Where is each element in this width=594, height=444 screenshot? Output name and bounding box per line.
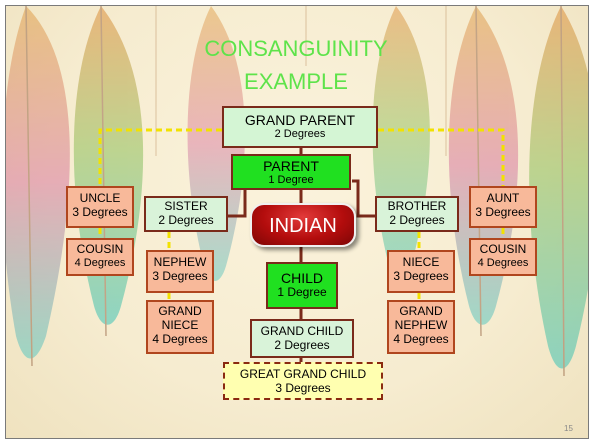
parent-to-brother-line [352,179,375,218]
feather-right-2 [529,6,588,377]
gp-to-aunt-line [378,128,505,186]
cousin-right-label: COUSIN [479,242,527,256]
cousin-right-degree: 4 Degrees [477,256,529,269]
title-line-1: CONSANGUINITY [204,36,388,61]
grand-child-degree: 2 Degrees [274,337,330,352]
grand-parent-box: GRAND PARENT 2 Degrees [222,106,378,148]
parent-degree: 1 Degree [268,174,314,187]
sister-box: SISTER 2 Degrees [144,196,228,232]
sister-label: SISTER [164,199,208,213]
grand-parent-label: GRAND PARENT [244,112,356,128]
child-box: CHILD 1 Degree [266,262,338,309]
sister-degree: 2 Degrees [158,212,214,227]
grand-niece-line1: GRAND [158,304,202,318]
niece-degree: 3 Degrees [393,268,449,283]
grand-niece-line2: NIECE [161,317,199,332]
indian-center-box: INDIAN [250,203,356,247]
cousin-left-degree: 4 Degrees [74,256,126,269]
nephew-box: NEPHEW 3 Degrees [146,250,214,293]
grand-nephew-line2: NEPHEW [394,317,448,332]
grand-child-box: GRAND CHILD 2 Degrees [250,319,354,358]
grand-nephew-box: GRAND NEPHEW 4 Degrees [387,300,455,354]
feather-left-1 [6,6,70,367]
uncle-label: UNCLE [79,191,121,205]
niece-box: NIECE 3 Degrees [387,250,455,293]
cousin-left-label: COUSIN [76,242,124,256]
connector-lines [98,128,505,362]
gp-to-uncle-line [98,128,222,186]
brother-degree: 2 Degrees [389,212,445,227]
nephew-label: NEPHEW [153,255,207,269]
uncle-box: UNCLE 3 Degrees [66,186,134,228]
great-grand-child-degree: 3 Degrees [275,380,331,395]
grand-nephew-line1: GRAND [399,304,443,318]
aunt-label: AUNT [486,191,520,205]
child-label: CHILD [280,270,323,286]
child-degree: 1 Degree [277,285,327,300]
dashed-connectors [98,128,505,300]
aunt-degree: 3 Degrees [475,204,531,219]
grand-niece-degree: 4 Degrees [152,331,208,346]
brother-box: BROTHER 2 Degrees [375,196,459,232]
uncle-degree: 3 Degrees [72,204,128,219]
nephew-degree: 3 Degrees [152,268,208,283]
niece-label: NIECE [402,255,440,269]
grand-child-label: GRAND CHILD [260,324,344,338]
parent-box: PARENT 1 Degree [231,154,351,190]
cousin-left-box: COUSIN 4 Degrees [66,238,134,276]
grand-parent-degree: 2 Degrees [274,128,326,141]
grand-niece-box: GRAND NIECE 4 Degrees [146,300,214,354]
brother-label: BROTHER [387,199,447,213]
title-line-2: EXAMPLE [244,69,348,94]
grand-nephew-degree: 4 Degrees [393,331,449,346]
great-grand-child-label: GREAT GRAND CHILD [239,367,367,381]
slide: CONSANGUINITY EXAMPLE GRAND PARENT 2 D [5,5,589,439]
aunt-box: AUNT 3 Degrees [469,186,537,228]
parent-label: PARENT [263,158,319,174]
page-number: 15 [564,424,573,433]
great-grand-child-box: GREAT GRAND CHILD 3 Degrees [223,362,383,400]
cousin-right-box: COUSIN 4 Degrees [469,238,537,276]
